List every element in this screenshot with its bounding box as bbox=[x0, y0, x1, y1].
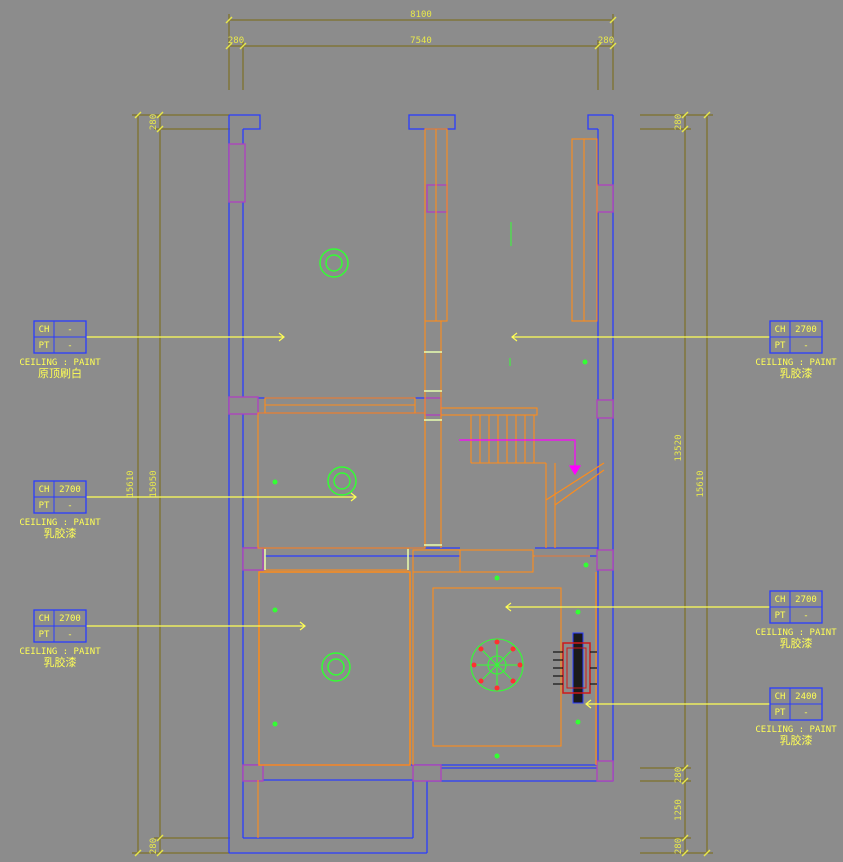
tag-note: CEILING : PAINT bbox=[19, 518, 101, 528]
tag-ch-value: - bbox=[67, 325, 72, 335]
tag-note: CEILING : PAINT bbox=[755, 358, 837, 368]
tag-note: CEILING : PAINT bbox=[755, 725, 837, 735]
tag-ch-value: 2400 bbox=[795, 692, 817, 702]
ceiling-tag-1: CH - PT - CEILING : PAINT 原顶刷白 bbox=[19, 320, 101, 380]
ceiling-lights bbox=[319, 248, 357, 682]
window-marks bbox=[264, 351, 442, 570]
dim-right-top: 280 bbox=[674, 114, 684, 130]
dim-left-outer: 15610 bbox=[126, 470, 136, 497]
leader-lines bbox=[86, 332, 770, 709]
tag-pt-value: - bbox=[803, 611, 808, 621]
tag-ch-value: 2700 bbox=[795, 595, 817, 605]
dim-top-total: 8100 bbox=[410, 10, 432, 20]
dim-right-lower: 1250 bbox=[674, 799, 684, 821]
tag-pt-value: - bbox=[803, 708, 808, 718]
stair-arrow bbox=[459, 439, 582, 476]
tag-ch-label: CH bbox=[39, 485, 50, 495]
dim-right-inner: 13520 bbox=[674, 434, 684, 461]
tag-material: 乳胶漆 bbox=[44, 526, 77, 540]
tag-pt-label: PT bbox=[39, 341, 50, 351]
dim-left-bottom: 280 bbox=[149, 838, 159, 854]
tag-note: CEILING : PAINT bbox=[19, 647, 101, 657]
tag-ch-value: 2700 bbox=[59, 485, 81, 495]
tag-ch-label: CH bbox=[39, 614, 50, 624]
chandelier-bulbs bbox=[471, 639, 523, 691]
dimension-lines bbox=[132, 14, 713, 854]
tag-pt-label: PT bbox=[39, 501, 50, 511]
tag-ch-value: 2700 bbox=[59, 614, 81, 624]
dim-right-mid: 280 bbox=[674, 767, 684, 783]
tag-ch-label: CH bbox=[39, 325, 50, 335]
dim-right-bottom: 280 bbox=[674, 838, 684, 854]
dim-top-left: 280 bbox=[228, 36, 244, 46]
tag-pt-value: - bbox=[67, 630, 72, 640]
dimension-ticks bbox=[134, 16, 711, 857]
tag-material: 乳胶漆 bbox=[780, 733, 813, 747]
dim-top-mid: 7540 bbox=[410, 36, 432, 46]
wall-light-marks bbox=[509, 222, 512, 366]
tag-material: 乳胶漆 bbox=[780, 636, 813, 650]
structural-columns bbox=[228, 143, 614, 782]
dim-left-inner: 15050 bbox=[149, 470, 159, 497]
dim-right-outer: 15610 bbox=[696, 470, 706, 497]
downlights bbox=[272, 359, 589, 759]
ceiling-tag-3: CH 2700 PT - CEILING : PAINT 乳胶漆 bbox=[19, 480, 101, 540]
tag-note: CEILING : PAINT bbox=[19, 358, 101, 368]
ceiling-tag-6: CH 2400 PT - CEILING : PAINT 乳胶漆 bbox=[755, 687, 837, 747]
tag-note: CEILING : PAINT bbox=[755, 628, 837, 638]
tag-ch-value: 2700 bbox=[795, 325, 817, 335]
dim-top-right: 280 bbox=[598, 36, 614, 46]
tag-pt-value: - bbox=[67, 501, 72, 511]
tag-ch-label: CH bbox=[775, 325, 786, 335]
fireplace-icon bbox=[553, 632, 597, 704]
ceiling-tag-4: CH 2700 PT - CEILING : PAINT 乳胶漆 bbox=[19, 609, 101, 669]
ceiling-tag-5: CH 2700 PT - CEILING : PAINT 乳胶漆 bbox=[755, 590, 837, 650]
tag-material: 乳胶漆 bbox=[44, 655, 77, 669]
dim-left-top: 280 bbox=[149, 114, 159, 130]
tag-material: 原顶刷白 bbox=[38, 366, 82, 380]
tag-pt-label: PT bbox=[775, 341, 786, 351]
tag-pt-value: - bbox=[67, 341, 72, 351]
tag-ch-label: CH bbox=[775, 692, 786, 702]
tag-pt-label: PT bbox=[775, 611, 786, 621]
tag-pt-label: PT bbox=[39, 630, 50, 640]
tag-ch-label: CH bbox=[775, 595, 786, 605]
interior-partitions bbox=[257, 128, 605, 838]
tag-material: 乳胶漆 bbox=[780, 366, 813, 380]
tag-pt-value: - bbox=[803, 341, 808, 351]
chandelier-icon bbox=[470, 638, 524, 692]
ceiling-tag-2: CH 2700 PT - CEILING : PAINT 乳胶漆 bbox=[755, 320, 837, 380]
tag-pt-label: PT bbox=[775, 708, 786, 718]
